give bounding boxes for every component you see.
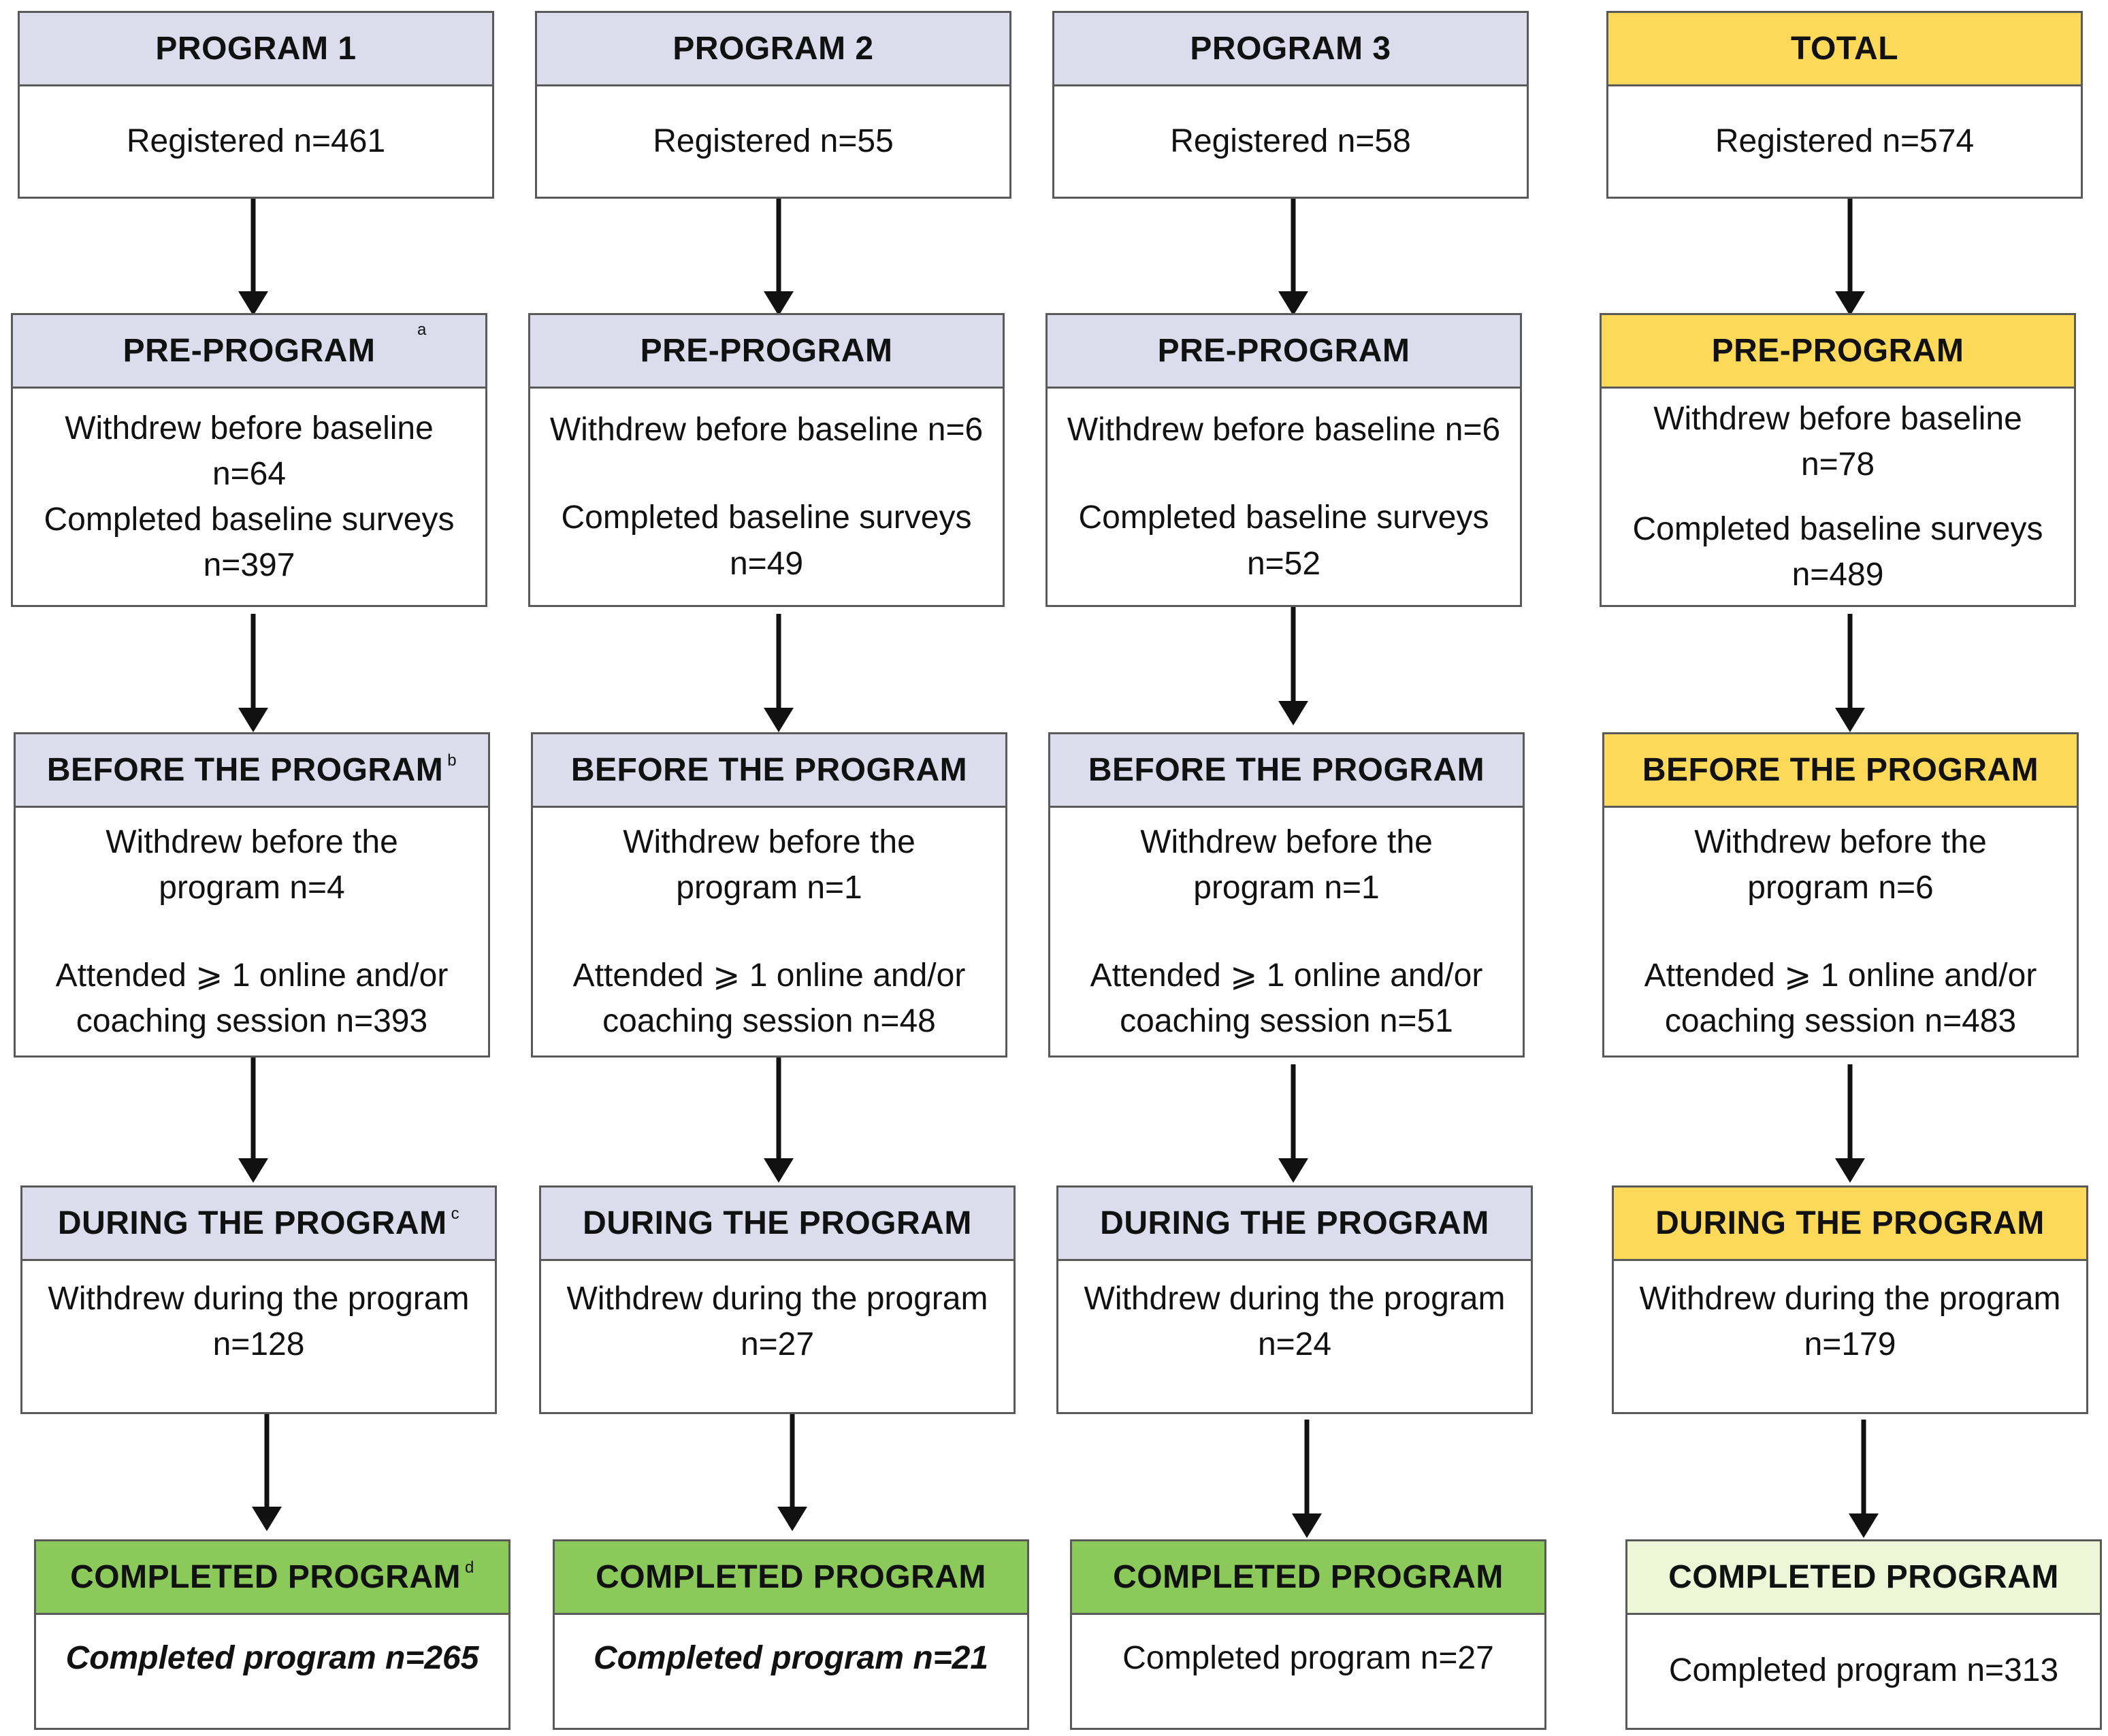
program-2-pre-program-title: PRE-PROGRAM	[530, 315, 1003, 389]
program-1-pre-withdrew-line1: Withdrew before baseline	[65, 410, 434, 446]
total-pre-withdrew-line2: n=78	[1800, 446, 1875, 482]
program-1-registered: Registered n=461	[126, 123, 386, 160]
program-2-before-box: BEFORE THE PROGRAM Withdrew before the p…	[531, 732, 1007, 1058]
program-2-registered: Registered n=55	[653, 123, 894, 160]
total-completed-text: Completed program n=313	[1668, 1652, 2059, 1688]
program-3-title: PROGRAM 3	[1054, 13, 1527, 86]
total-pre-withdrew-line1: Withdrew before baseline	[1653, 400, 2022, 437]
program-2-during-withdrew-line1: Withdrew during the program	[566, 1281, 988, 1317]
total-pre-completed-line2: n=489	[1791, 557, 1884, 593]
total-before-attended-line1: Attended ⩾ 1 online and/or	[1644, 957, 2037, 994]
program-3-pre-completed-line1: Completed baseline surveys	[1078, 499, 1489, 536]
total-completed-title: COMPLETED PROGRAM	[1627, 1541, 2100, 1615]
program-3-completed-box: COMPLETED PROGRAM Completed program n=27	[1070, 1539, 1546, 1730]
program-2-completed-title: COMPLETED PROGRAM	[555, 1541, 1027, 1615]
program-3-registered: Registered n=58	[1170, 123, 1411, 160]
total-completed-box: COMPLETED PROGRAM Completed program n=31…	[1625, 1539, 2102, 1730]
program-3-before-withdrew-line1: Withdrew before the	[1140, 823, 1433, 860]
program-2-before-title: BEFORE THE PROGRAM	[533, 734, 1005, 808]
program-2-title: PROGRAM 2	[537, 13, 1009, 86]
program-3-completed-title: COMPLETED PROGRAM	[1072, 1541, 1544, 1615]
footnote-b: b	[447, 751, 457, 770]
total-pre-program-box: PRE-PROGRAM Withdrew before baseline n=7…	[1600, 313, 2076, 607]
program-1-during-withdrew-line2: n=128	[212, 1326, 305, 1363]
total-before-withdrew-line2: program n=6	[1747, 869, 1934, 906]
program-1-pre-completed-line2: n=397	[203, 547, 295, 584]
program-2-box: PROGRAM 2 Registered n=55	[535, 11, 1011, 199]
program-3-box: PROGRAM 3 Registered n=58	[1052, 11, 1529, 199]
total-before-withdrew-line1: Withdrew before the	[1694, 823, 1987, 860]
program-3-pre-completed-line2: n=52	[1246, 545, 1321, 582]
program-1-title: PROGRAM 1	[20, 13, 492, 86]
program-1-before-withdrew-line2: program n=4	[159, 869, 345, 906]
total-during-withdrew-line1: Withdrew during the program	[1639, 1281, 2061, 1317]
program-3-before-attended-line2: coaching session n=51	[1120, 1003, 1453, 1040]
program-1-pre-withdrew-line2: n=64	[212, 455, 287, 492]
program-3-during-withdrew-line1: Withdrew during the program	[1084, 1281, 1506, 1317]
program-1-completed-text: Completed program n=265	[65, 1640, 479, 1676]
footnote-c: c	[451, 1204, 460, 1223]
program-2-completed-text: Completed program n=21	[593, 1640, 989, 1676]
program-2-pre-withdrew: Withdrew before baseline n=6	[549, 412, 984, 448]
total-title: TOTAL	[1608, 13, 2081, 86]
program-2-completed-box: COMPLETED PROGRAM Completed program n=21	[553, 1539, 1029, 1730]
program-3-before-attended-line1: Attended ⩾ 1 online and/or	[1090, 957, 1483, 994]
program-1-pre-program-header: PRE-PROGRAM	[13, 315, 485, 389]
program-1-before-attended-line1: Attended ⩾ 1 online and/or	[55, 957, 449, 994]
program-2-before-withdrew-line2: program n=1	[676, 869, 862, 906]
program-1-box: PROGRAM 1 Registered n=461	[18, 11, 494, 199]
program-3-during-box: DURING THE PROGRAM Withdrew during the p…	[1056, 1185, 1533, 1414]
program-3-before-title: BEFORE THE PROGRAM	[1050, 734, 1523, 808]
total-before-attended-line2: coaching session n=483	[1664, 1003, 2017, 1040]
program-3-pre-program-box: PRE-PROGRAM Withdrew before baseline n=6…	[1045, 313, 1522, 607]
total-during-box: DURING THE PROGRAM Withdrew during the p…	[1612, 1185, 2088, 1414]
total-before-title: BEFORE THE PROGRAM	[1604, 734, 2077, 808]
program-2-before-attended-line1: Attended ⩾ 1 online and/or	[572, 957, 966, 994]
total-before-box: BEFORE THE PROGRAM Withdrew before the p…	[1602, 732, 2079, 1058]
program-1-pre-program-title: PRE-PROGRAM	[123, 333, 376, 369]
total-during-title: DURING THE PROGRAM	[1614, 1188, 2086, 1261]
program-2-during-box: DURING THE PROGRAM Withdrew during the p…	[539, 1185, 1016, 1414]
program-2-before-withdrew-line1: Withdrew before the	[623, 823, 915, 860]
footnote-d: d	[464, 1558, 474, 1577]
total-during-withdrew-line2: n=179	[1804, 1326, 1896, 1363]
footnote-a: a	[417, 321, 427, 339]
program-2-pre-completed-line1: Completed baseline surveys	[561, 499, 972, 536]
program-3-pre-withdrew: Withdrew before baseline n=6	[1067, 412, 1501, 448]
program-3-during-withdrew-line2: n=24	[1257, 1326, 1332, 1363]
program-1-during-withdrew-line1: Withdrew during the program	[48, 1281, 470, 1317]
program-2-pre-completed-line2: n=49	[729, 545, 804, 582]
program-1-before-title: BEFORE THE PROGRAM	[46, 752, 444, 788]
program-3-pre-program-title: PRE-PROGRAM	[1048, 315, 1520, 389]
program-1-pre-program-box: PRE-PROGRAM a Withdrew before baseline n…	[11, 313, 487, 607]
total-registered: Registered n=574	[1715, 123, 1975, 160]
program-1-before-attended-line2: coaching session n=393	[76, 1003, 428, 1040]
total-pre-completed-line1: Completed baseline surveys	[1632, 511, 2043, 547]
program-3-before-box: BEFORE THE PROGRAM Withdrew before the p…	[1048, 732, 1525, 1058]
program-3-completed-text: Completed program n=27	[1122, 1640, 1494, 1676]
program-2-pre-program-box: PRE-PROGRAM Withdrew before baseline n=6…	[528, 313, 1005, 607]
program-1-completed-title: COMPLETED PROGRAM	[70, 1559, 461, 1595]
total-box: TOTAL Registered n=574	[1606, 11, 2083, 199]
program-1-before-withdrew-line1: Withdrew before the	[106, 823, 398, 860]
program-3-during-title: DURING THE PROGRAM	[1058, 1188, 1531, 1261]
program-3-before-withdrew-line2: program n=1	[1193, 869, 1380, 906]
program-2-during-title: DURING THE PROGRAM	[541, 1188, 1014, 1261]
total-pre-program-title: PRE-PROGRAM	[1602, 315, 2074, 389]
program-1-pre-completed-line1: Completed baseline surveys	[44, 502, 455, 538]
program-2-during-withdrew-line2: n=27	[740, 1326, 815, 1363]
program-2-before-attended-line2: coaching session n=48	[602, 1003, 936, 1040]
program-1-during-title: DURING THE PROGRAM	[57, 1205, 447, 1241]
